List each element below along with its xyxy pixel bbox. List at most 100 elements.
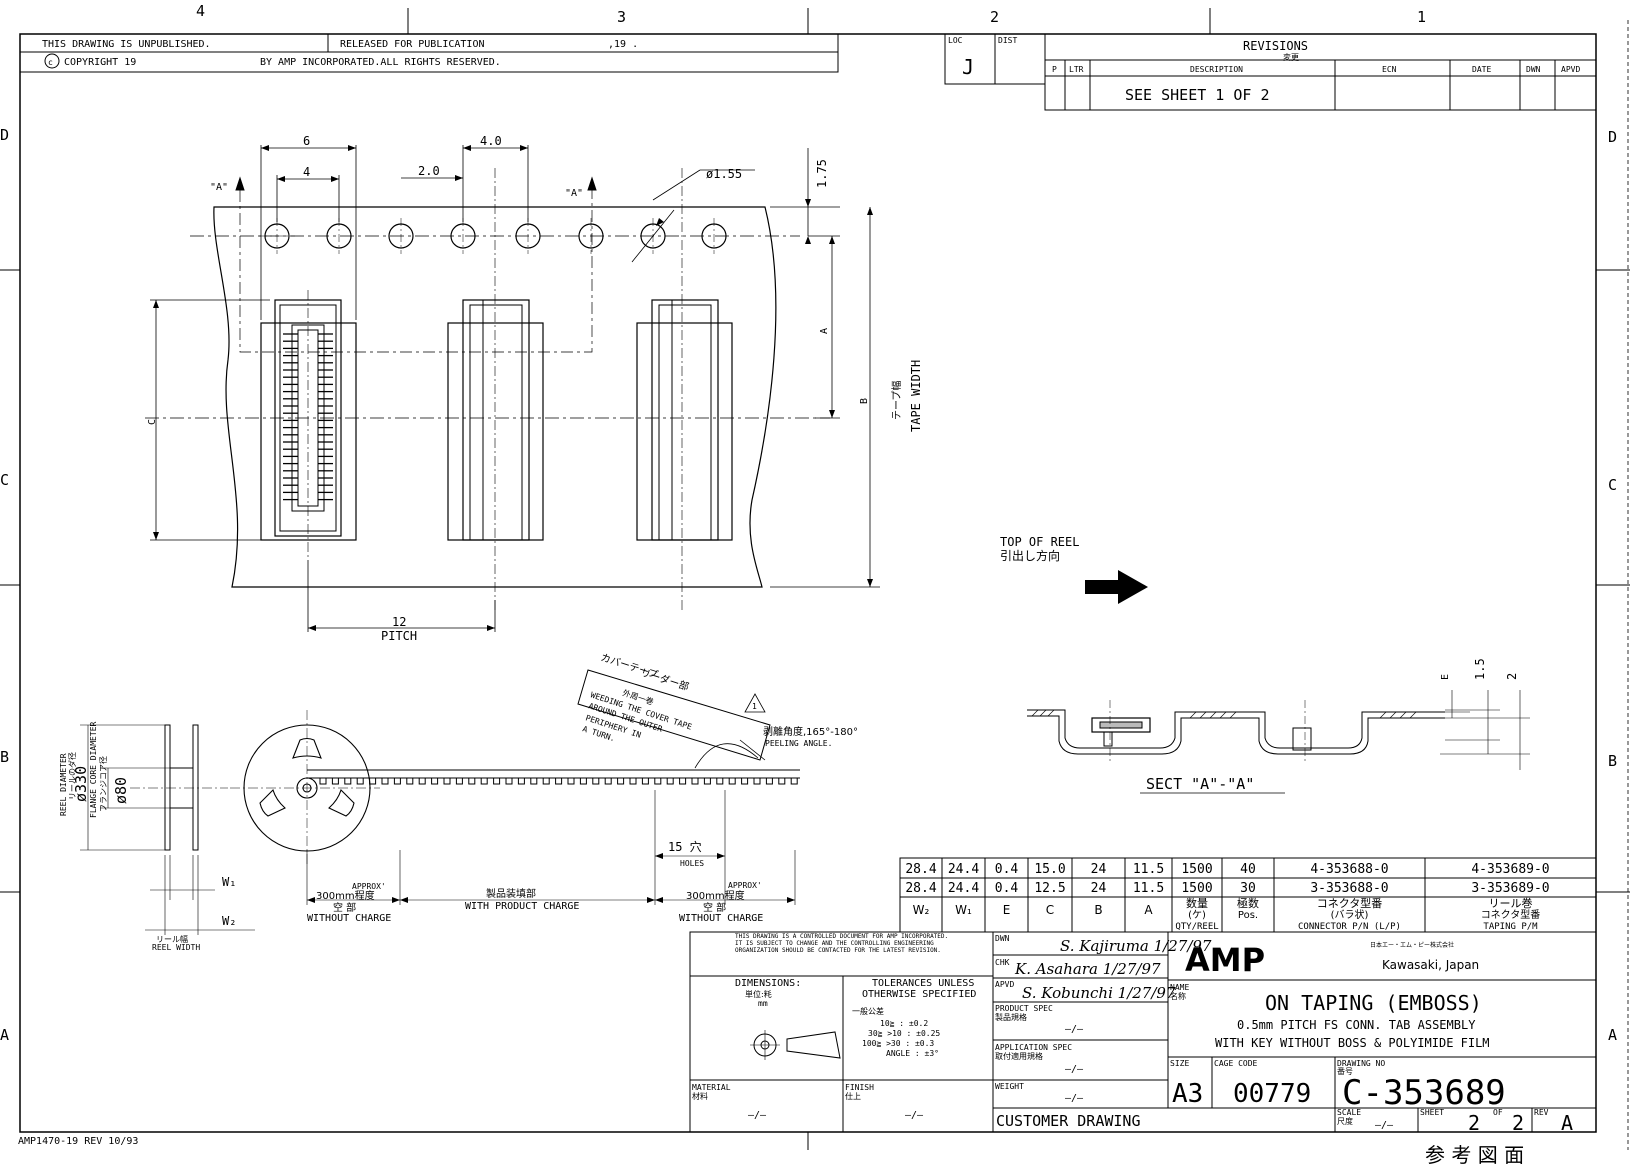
- sheet-number: 2: [1468, 1111, 1480, 1135]
- zone-top-4: 4: [196, 2, 205, 20]
- table-cell: 4-353688-0: [1310, 862, 1388, 877]
- weight-value: —/—: [1065, 1093, 1084, 1104]
- table-cell: 24.4: [948, 881, 979, 896]
- rev-col-date: DATE: [1472, 65, 1491, 74]
- tolerances-label-jp: 一般公差: [852, 1006, 884, 1016]
- tape-pocket: [517, 777, 525, 785]
- pitch-value: 12: [392, 615, 406, 629]
- drawing-number: C-353689: [1342, 1073, 1506, 1113]
- form-number: AMP1470-19 REV 10/93: [18, 1136, 138, 1147]
- table-cell: 30: [1240, 881, 1256, 896]
- copyright-text: COPYRIGHT 19: [64, 57, 136, 68]
- zone-right-c: C: [1608, 476, 1617, 494]
- leader-length-left: 300mm程度: [316, 889, 375, 902]
- drawing-name-line-3: WITH KEY WITHOUT BOSS & POLYIMIDE FILM: [1215, 1036, 1490, 1050]
- reel-direction: TOP OF REEL 引出し方向: [1000, 535, 1148, 604]
- finish-label-jp: 仕上: [845, 1091, 861, 1101]
- table-cell: 数量: [1186, 897, 1208, 910]
- unpublished-notice: THIS DRAWING IS UNPUBLISHED.: [42, 39, 211, 50]
- zone-left-d: D: [0, 126, 9, 144]
- table-cell: B: [1094, 903, 1102, 917]
- table-cell: E: [1003, 903, 1011, 917]
- table-cell: 24: [1091, 881, 1107, 896]
- sheet-size: A3: [1172, 1079, 1203, 1109]
- dim-b: B: [859, 398, 870, 404]
- holes-label: HOLES: [680, 859, 704, 868]
- tape-pocket: [666, 777, 674, 785]
- reference-drawing-stamp: 参 考 図 面: [1425, 1143, 1524, 1165]
- tape-pocket: [629, 777, 637, 785]
- table-cell: 24: [1091, 862, 1107, 877]
- rev-col-ecn: ECN: [1382, 65, 1397, 74]
- sheet-label: SHEET: [1420, 1108, 1444, 1117]
- table-cell: W₂: [913, 903, 930, 917]
- product-spec-label: PRODUCT SPEC: [995, 1004, 1053, 1013]
- tape-pocket: [679, 777, 687, 785]
- tape-pocket: [480, 777, 488, 785]
- empty-part-right-jp: 空 部: [703, 901, 726, 914]
- tape-pocket: [741, 777, 749, 785]
- tape-pocket: [443, 777, 451, 785]
- controlled-doc-line-2: IT IS SUBJECT TO CHANGE AND THE CONTROLL…: [735, 940, 934, 947]
- tape-pocket: [493, 777, 501, 785]
- dim-c: C: [147, 419, 158, 425]
- application-spec-label-jp: 取付適用規格: [995, 1051, 1043, 1061]
- weight-label: WEIGHT: [995, 1082, 1024, 1091]
- company-name-jp: 日本エー・エム・ピー株式会社: [1370, 941, 1454, 949]
- tape-pocket: [555, 777, 563, 785]
- without-charge-right: WITHOUT CHARGE: [679, 913, 763, 924]
- reel-diameter-value: ø330: [72, 766, 90, 802]
- dim-4-0: 4.0: [480, 134, 502, 148]
- drawing-name-line-2: 0.5mm PITCH FS CONN. TAB ASSEMBLY: [1237, 1018, 1476, 1032]
- release-label: RELEASED FOR PUBLICATION: [340, 39, 485, 50]
- pitch-label: PITCH: [381, 629, 417, 643]
- tolerance-row-3: 100≧ >30 : ±0.3: [862, 1039, 934, 1048]
- tape-pocket: [344, 777, 352, 785]
- dwn-label: DWN: [995, 934, 1010, 943]
- section-a-a-view: [1027, 690, 1530, 794]
- table-cell: QTY/REEL: [1175, 922, 1218, 932]
- table-cell: (バラ状): [1331, 908, 1369, 921]
- leader-length-right: 300mm程度: [686, 889, 745, 902]
- holes-count: 15 穴: [668, 839, 702, 854]
- controlled-doc-line-3: ORGANIZATION SHOULD BE CONTACTED FOR THE…: [735, 947, 941, 954]
- scale-label: SCALE: [1337, 1108, 1361, 1117]
- tolerance-row-1: 10≧ : ±0.2: [880, 1019, 928, 1028]
- tape-pocket: [369, 777, 377, 785]
- section-mark-a-right: "A": [565, 188, 583, 199]
- section-dim-1-5: 1.5: [1473, 658, 1487, 680]
- tape-pocket: [567, 777, 575, 785]
- tape-strip-arrowheads: [307, 853, 795, 903]
- table-cell: Pos.: [1238, 910, 1258, 921]
- zone-top-2: 2: [990, 8, 999, 26]
- dimensions-unit: mm: [758, 999, 768, 1008]
- apvd-label: APVD: [995, 980, 1014, 989]
- product-spec-label-jp: 製品規格: [995, 1012, 1027, 1022]
- title-block: [689, 931, 1597, 1133]
- tape-pocket: [381, 777, 389, 785]
- w1-label: W₁: [222, 875, 236, 889]
- revision-letter: A: [1561, 1111, 1573, 1135]
- zone-top-1: 1: [1417, 8, 1426, 26]
- revisions-title-jp: 変更: [1283, 52, 1299, 62]
- rev-label: REV: [1534, 1108, 1549, 1117]
- tolerance-row-2: 30≧ >10 : ±0.25: [868, 1029, 940, 1038]
- table-cell: 0.4: [995, 862, 1019, 877]
- drawing-no-label-jp: 番号: [1337, 1066, 1353, 1076]
- reel-diameter-label-jp: リールのダ径: [67, 752, 77, 800]
- top-of-reel-label-jp: 引出し方向: [1000, 548, 1060, 563]
- table-cell: C: [1046, 903, 1054, 917]
- tolerances-line-1: TOLERANCES UNLESS: [872, 978, 974, 989]
- finish-label: FINISH: [845, 1083, 874, 1092]
- copyright-header: [19, 33, 839, 73]
- top-of-reel-label: TOP OF REEL: [1000, 535, 1079, 549]
- tape-pocket: [765, 777, 773, 785]
- dimensions-label: DIMENSIONS:: [735, 978, 801, 989]
- section-dim-2: 2: [1505, 673, 1519, 680]
- tape-pocket: [406, 777, 414, 785]
- loc-label: LOC: [948, 36, 963, 45]
- dimension-arrowheads: [153, 145, 873, 631]
- revisions-block: [1044, 33, 1597, 111]
- table-cell: 15.0: [1034, 862, 1065, 877]
- reel-width-label: REEL WIDTH: [152, 943, 200, 952]
